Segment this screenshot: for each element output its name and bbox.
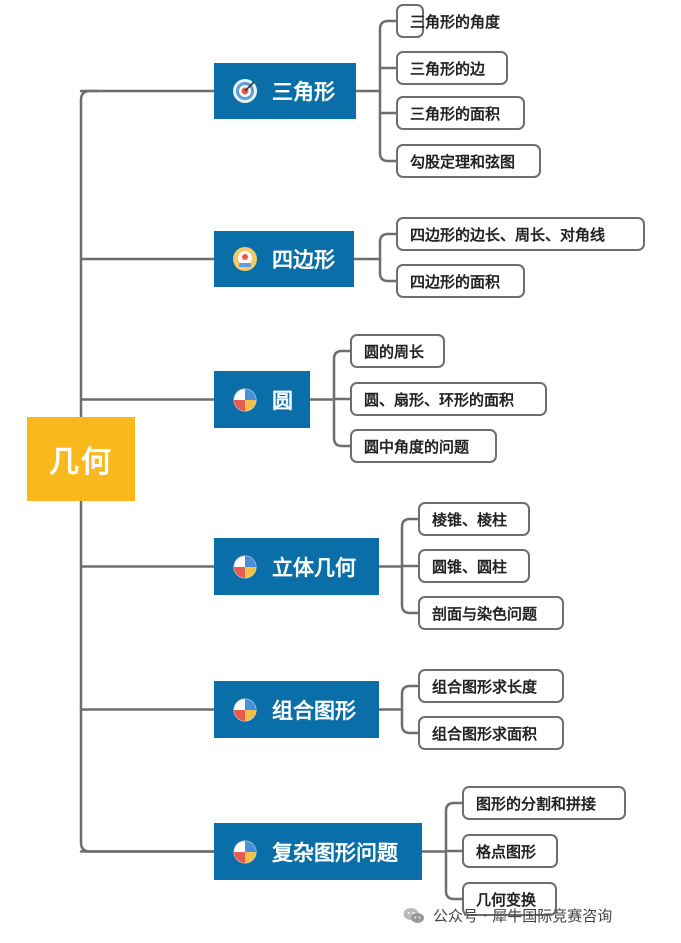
pie-chart-icon [233,698,257,721]
leaf-node: 图形的分割和拼接 [462,786,626,820]
leaf-label: 圆锥、圆柱 [432,557,508,576]
leaf-node: 圆锥、圆柱 [418,549,530,583]
branch-node: 立体几何 [214,538,379,595]
leaf-label: 三角形的面积 [410,104,501,123]
branch-label: 圆 [272,388,293,413]
leaf-label: 剖面与染色问题 [432,604,538,623]
leaf-label: 三角形的角度 [410,12,501,31]
leaf-label: 组合图形求面积 [432,724,538,743]
branch-label: 四边形 [272,248,335,272]
leaf-label: 圆的周长 [364,342,425,361]
leaf-node: 三角形的边 [396,51,508,85]
pie-chart-icon [233,840,257,863]
branch-node: 三角形 [214,63,356,119]
leaf-label: 四边形的边长、周长、对角线 [410,225,606,244]
leaf-node: 三角形的角度 [396,4,500,38]
leaf-label: 勾股定理和弦图 [410,152,516,171]
leaf-node: 四边形的面积 [396,264,525,298]
watermark: 公众号 · 犀牛国际竞赛咨询 [403,905,612,926]
leaf-bracket [378,19,398,163]
root-node: 几何 [27,417,135,501]
badge-icon [233,247,257,271]
leaf-label: 棱锥、棱柱 [432,510,508,529]
leaf-node: 圆、扇形、环形的面积 [350,382,547,416]
leaf-label: 组合图形求长度 [432,677,538,696]
wechat-icon [403,907,424,923]
leaf-bracket [400,684,420,735]
watermark-text: 公众号 · 犀牛国际竞赛咨询 [433,907,613,925]
leaf-label: 几何变换 [476,890,537,909]
leaf-label: 圆、扇形、环形的面积 [364,390,515,409]
leaf-node: 组合图形求面积 [418,716,564,750]
pie-chart-icon [233,388,257,411]
branch-label: 三角形 [272,80,335,104]
leaf-node: 剖面与染色问题 [418,596,564,630]
branch-label: 立体几何 [272,555,356,580]
branch-node: 复杂图形问题 [214,823,422,880]
leaf-label: 格点图形 [476,842,537,861]
branch-node: 组合图形 [214,681,379,738]
leaf-label: 三角形的边 [410,59,486,78]
leaf-node: 勾股定理和弦图 [396,144,541,178]
leaf-node: 几何变换 [462,882,557,916]
pie-chart-icon [233,555,257,578]
leaf-node: 三角形的面积 [396,96,525,130]
leaf-node: 圆中角度的问题 [350,429,497,463]
branch-node: 圆 [214,371,310,428]
branch-label: 组合图形 [272,698,356,723]
branch-node: 四边形 [214,231,354,287]
leaf-node: 组合图形求长度 [418,669,564,703]
target-icon [233,79,257,103]
leaf-label: 四边形的面积 [410,272,501,291]
branch-label: 复杂图形问题 [272,840,398,865]
leaf-bracket [378,232,398,283]
leaf-label: 图形的分割和拼接 [476,794,597,813]
leaf-node: 棱锥、棱柱 [418,502,530,536]
leaf-label: 圆中角度的问题 [364,437,470,456]
leaf-node: 格点图形 [462,834,558,868]
leaf-node: 圆的周长 [350,334,445,368]
leaf-node: 四边形的边长、周长、对角线 [396,217,645,251]
